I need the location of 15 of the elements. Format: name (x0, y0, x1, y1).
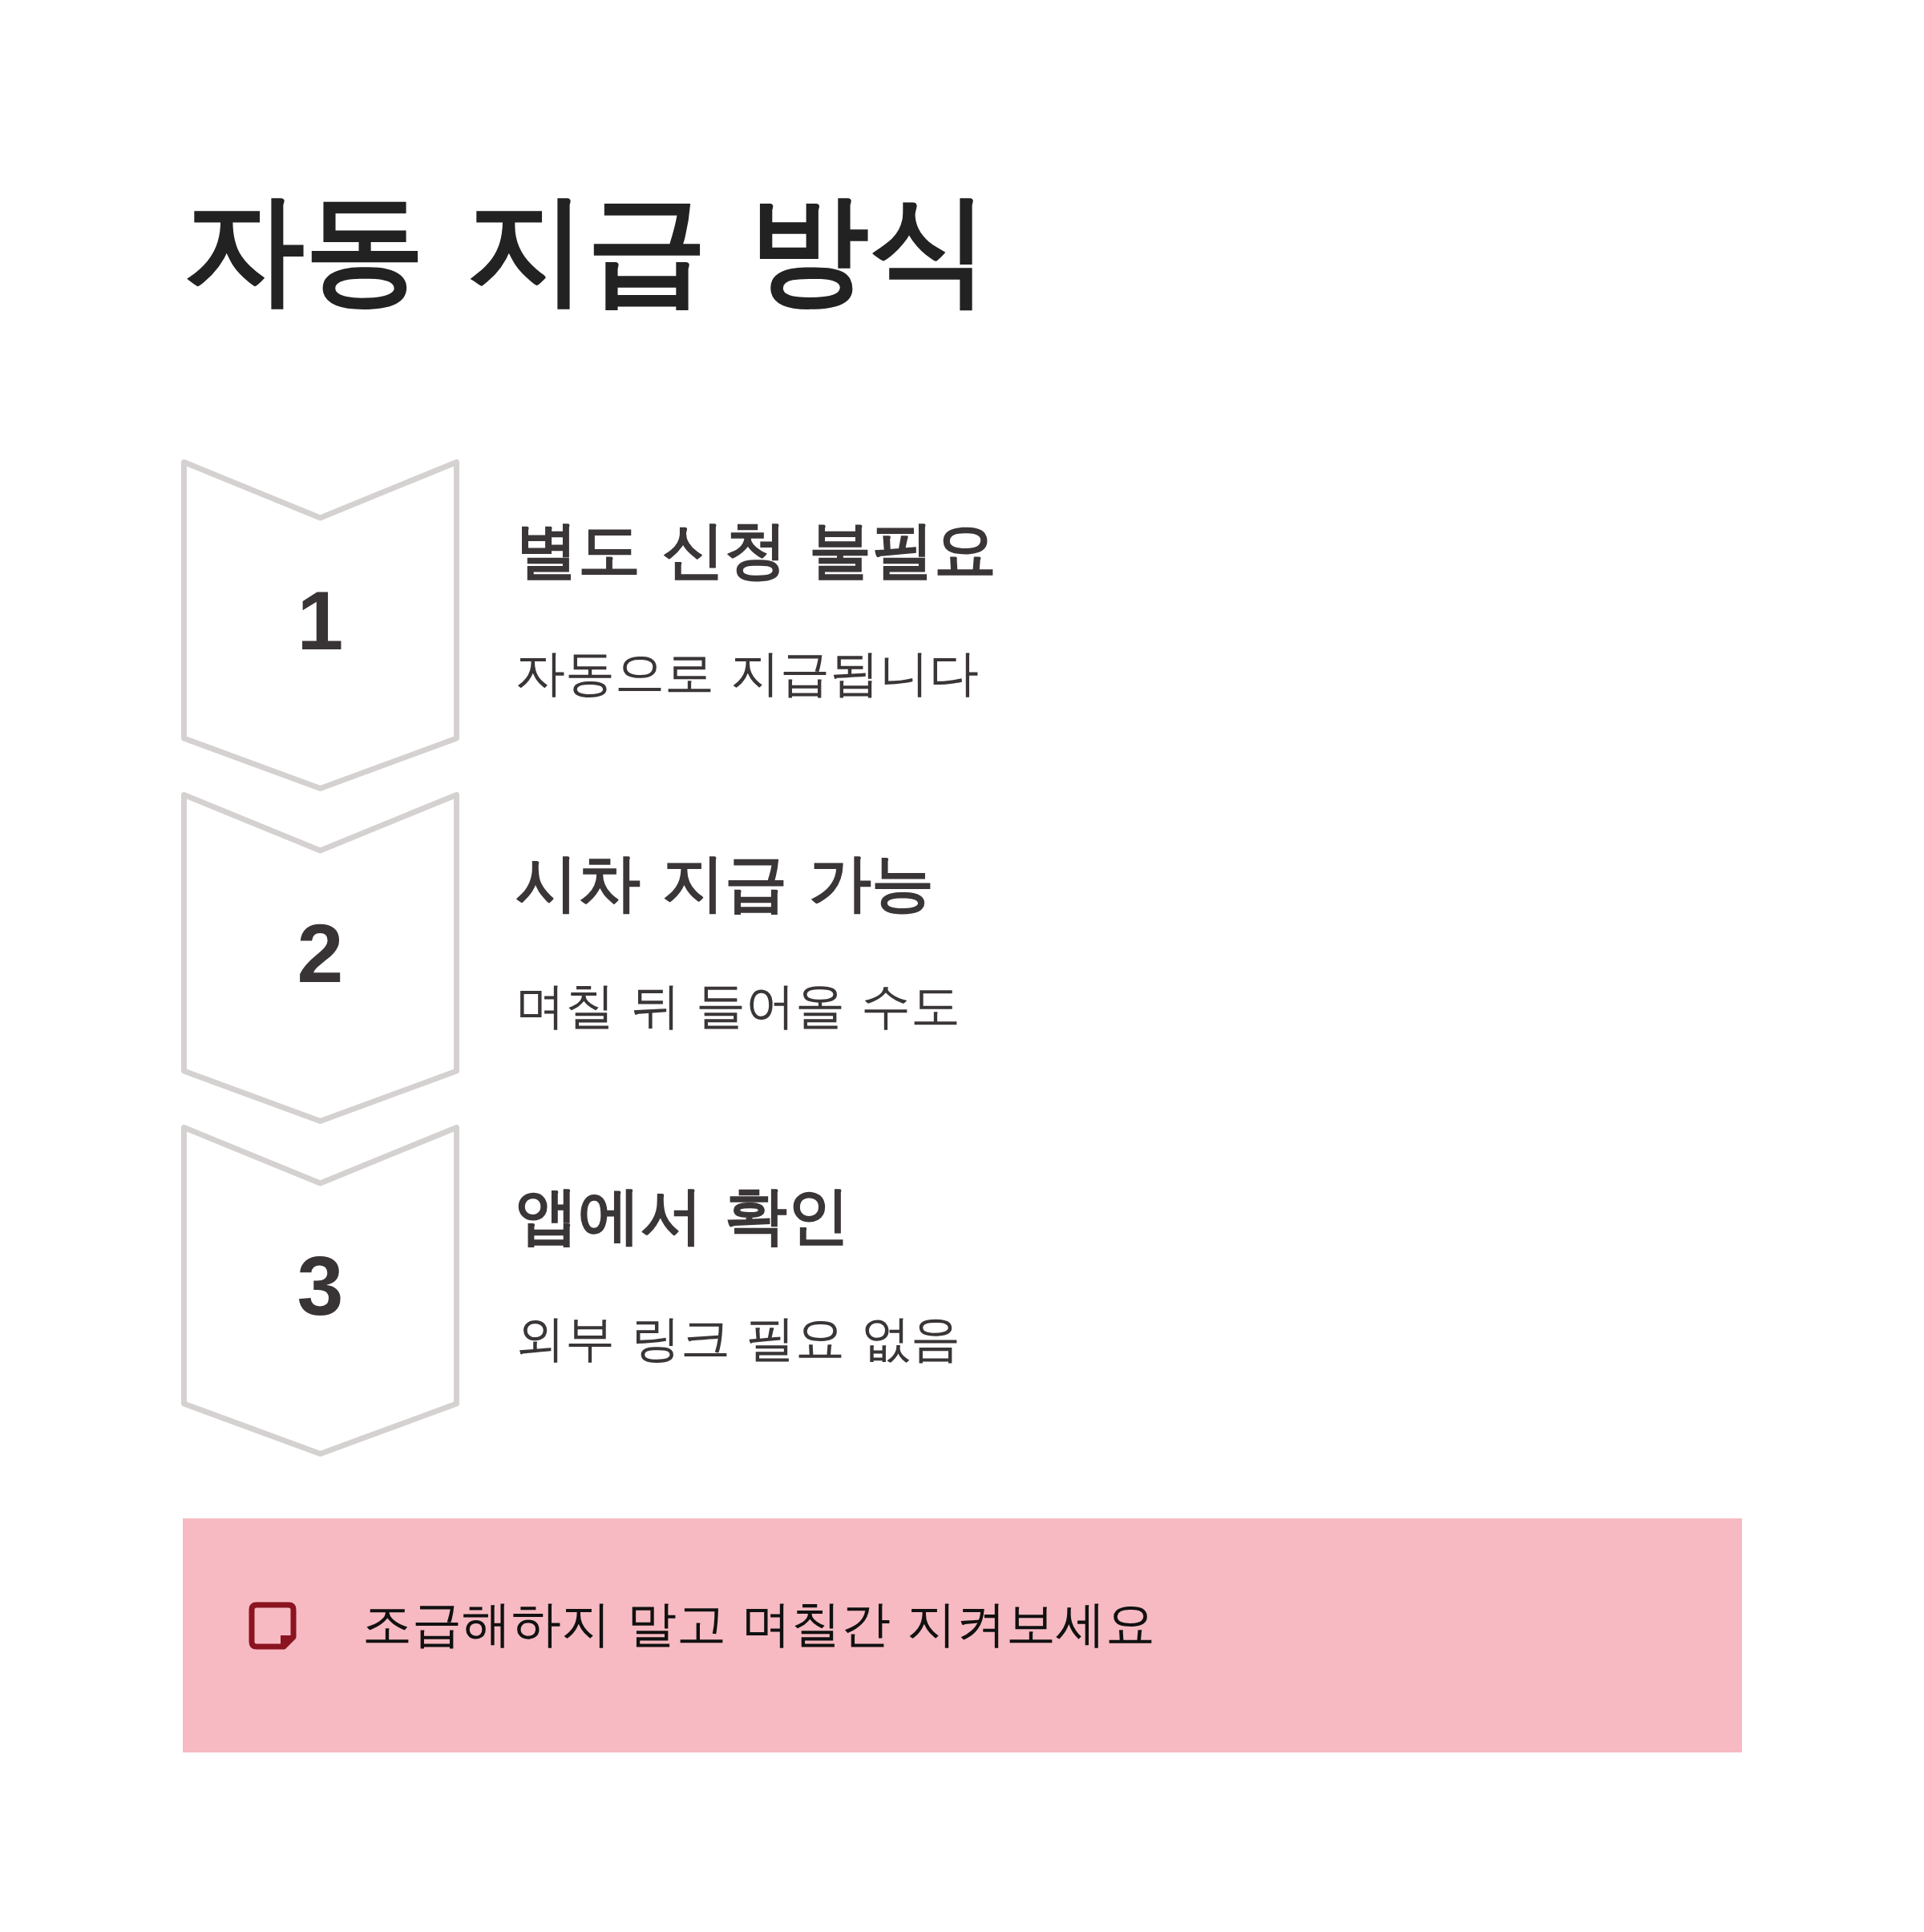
step-number: 3 (297, 1244, 344, 1328)
step-heading: 별도 신청 불필요 (515, 516, 997, 585)
step-description: 며칠 뒤 들어올 수도 (515, 978, 961, 1034)
step-number: 1 (297, 579, 344, 662)
step-panel (181, 459, 459, 791)
step-number: 2 (297, 911, 344, 995)
step-heading: 앱에서 확인 (515, 1182, 851, 1251)
note-banner (183, 1518, 1742, 1752)
step-description: 자동으로 지급됩니다 (515, 645, 979, 701)
step-heading: 시차 지급 가능 (515, 849, 935, 918)
note-text: 조급해하지 말고 며칠간 지켜보세요 (362, 1596, 1156, 1652)
step-panel (181, 1125, 459, 1457)
page-title: 자동 지급 방식 (184, 186, 990, 313)
step-description: 외부 링크 필요 없음 (515, 1311, 961, 1367)
step-panel (181, 792, 459, 1124)
